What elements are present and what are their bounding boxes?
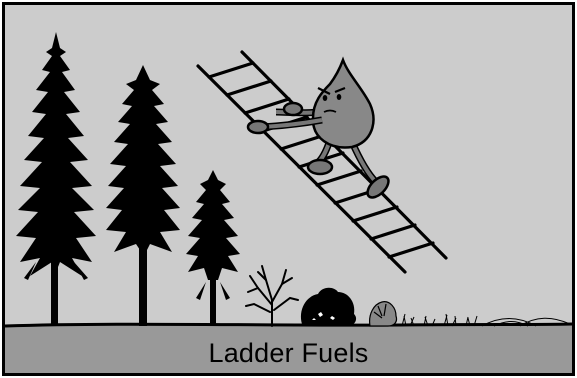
ground-line (5, 324, 572, 326)
sky-background (5, 5, 572, 325)
caption-label: Ladder Fuels (0, 332, 577, 374)
